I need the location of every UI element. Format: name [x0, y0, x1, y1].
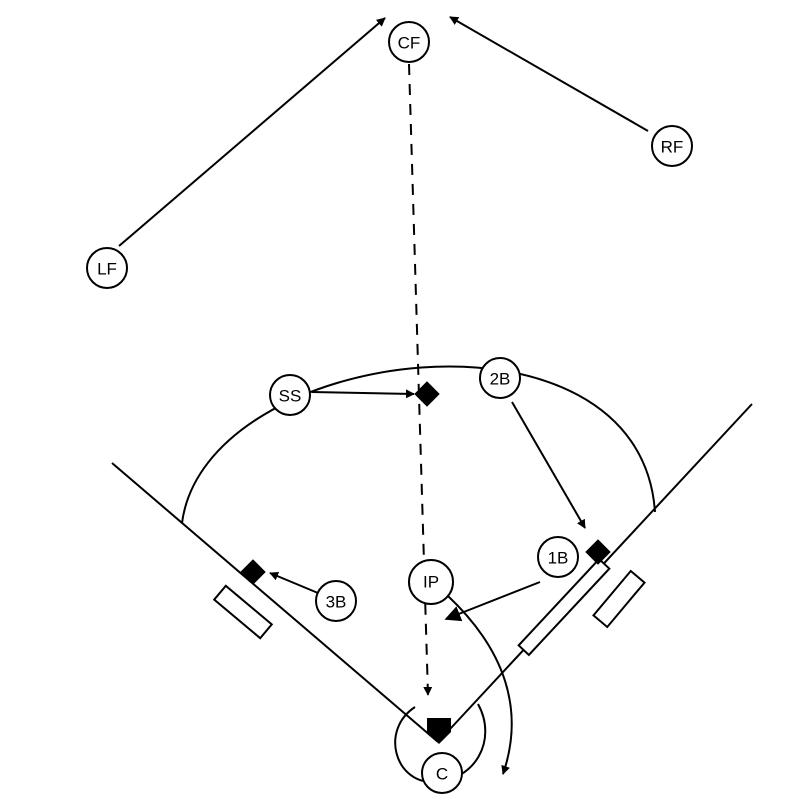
position-2b: 2B — [479, 357, 521, 399]
position-rf: RF — [651, 125, 693, 167]
third-base-coach-box — [212, 584, 274, 640]
first-base-bag — [585, 539, 611, 565]
arrow-1b-to-pitcher — [444, 581, 541, 622]
position-2b-label: 2B — [490, 370, 511, 389]
home-plate — [427, 718, 451, 744]
first-base-coach-box — [592, 569, 646, 629]
second-base — [414, 381, 440, 407]
arrow-ss-to-second — [311, 389, 415, 399]
arrow-2b-to-first — [511, 401, 586, 529]
position-lf-label: LF — [97, 260, 117, 279]
position-1b: 1B — [537, 536, 579, 578]
position-rf-label: RF — [661, 138, 684, 157]
position-1b-label: 1B — [548, 549, 569, 568]
position-ss: SS — [269, 374, 311, 416]
arrow-rf-to-cf — [449, 16, 649, 132]
position-cf-label: CF — [398, 34, 421, 53]
position-catcher-label: C — [436, 765, 448, 784]
position-pitcher-label: IP — [423, 573, 439, 592]
position-lf: LF — [86, 247, 128, 289]
first-base-running-lane — [517, 557, 611, 657]
arrow-3b-to-third — [269, 571, 319, 594]
arrow-lf-to-cf — [118, 17, 386, 247]
position-catcher: C — [421, 752, 463, 794]
third-base-bag — [240, 559, 266, 585]
arrow-pitcher-backup-curve — [447, 595, 513, 775]
position-cf: CF — [388, 21, 430, 63]
position-ss-label: SS — [279, 387, 302, 406]
third-base-foul-line — [111, 462, 439, 743]
position-pitcher: IP — [408, 559, 454, 605]
position-3b: 3B — [315, 580, 357, 622]
infield-arc — [181, 365, 656, 524]
position-3b-label: 3B — [326, 593, 347, 612]
